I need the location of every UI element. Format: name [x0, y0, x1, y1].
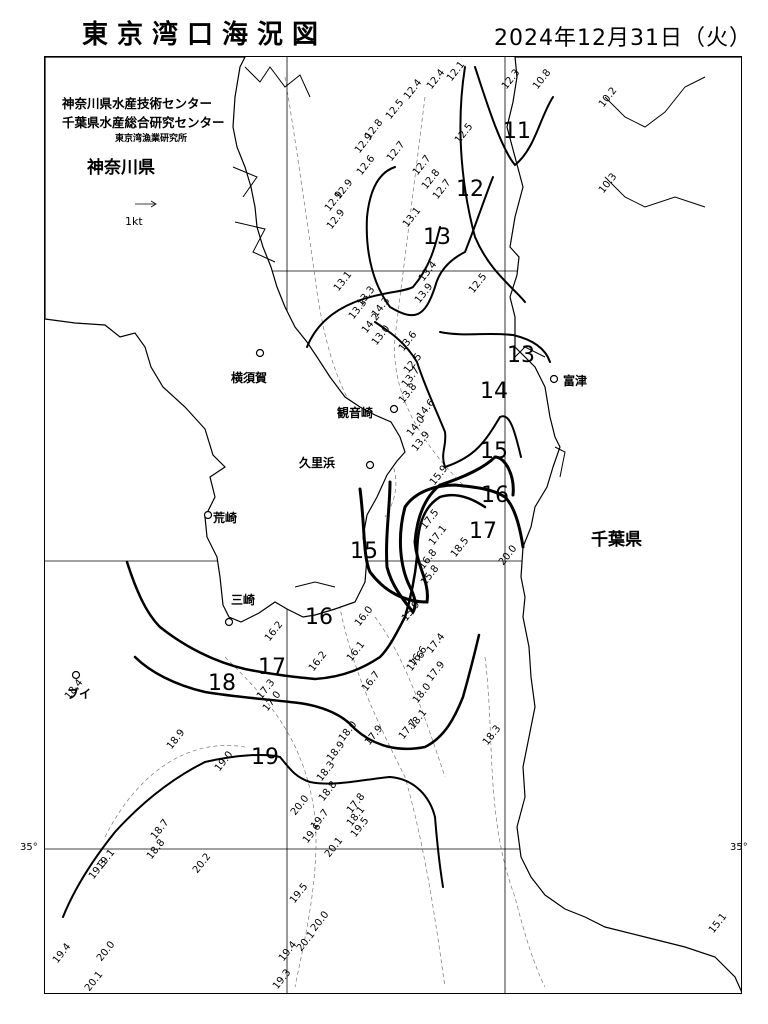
- chart-title: 東京湾口海況図: [82, 20, 328, 50]
- chart-date: 2024年12月31日（火）: [494, 26, 752, 51]
- credit-kanagawa: 神奈川県水産技術センター: [62, 96, 213, 111]
- station-markers: [71, 348, 559, 680]
- isotherm-14: [374, 321, 522, 469]
- sea-map: [45, 57, 741, 993]
- isotherm-17: [125, 493, 487, 681]
- isotherm-label: 18: [208, 671, 236, 696]
- place-kurihama: 久里浜: [299, 456, 336, 470]
- place-misaki: 三崎: [231, 593, 256, 607]
- isotherm-label: 17: [469, 519, 497, 544]
- isotherm-12: [365, 166, 494, 317]
- isotherm-label: 13: [423, 225, 451, 250]
- label-kanagawa: 神奈川県: [87, 158, 155, 178]
- isotherm-13: [306, 226, 441, 348]
- place-yokosuka: 横須賀: [231, 371, 268, 385]
- latitude-label-right: 35°: [730, 842, 748, 853]
- isotherm-19: [62, 753, 444, 918]
- isotherm-16: [385, 480, 525, 615]
- port-details: [232, 66, 706, 588]
- isotherm-11: [474, 66, 554, 167]
- map-frame: 神奈川県水産技術センター 千葉県水産総合研究センター 東京湾漁業研究所 神奈川県…: [44, 56, 742, 994]
- isotherm-label: 13: [507, 343, 535, 368]
- scale-arrow: [135, 200, 157, 208]
- kanagawa-coast: [45, 57, 406, 623]
- credit-tokyo-bay: 東京湾漁業研究所: [115, 134, 188, 144]
- label-chiba: 千葉県: [591, 530, 642, 550]
- isotherm-label: 15: [350, 539, 378, 564]
- isotherm-lines: [62, 66, 554, 918]
- isotherm-label: 19: [251, 745, 279, 770]
- isotherm-label: 11: [503, 119, 531, 144]
- place-buoy: ブイ: [67, 687, 92, 701]
- chiba-coast: [506, 57, 741, 992]
- isotherm-18: [133, 633, 481, 751]
- isotherm-12b: [459, 66, 526, 303]
- place-arasaki: 荒崎: [213, 511, 238, 525]
- scale-label: 1kt: [125, 215, 143, 228]
- isotherm-label: 16: [305, 605, 333, 630]
- isotherm-label: 14: [480, 379, 508, 404]
- latitude-label-left-outer: 35°: [20, 842, 38, 853]
- isotherm-label: 15: [480, 439, 508, 464]
- place-futtsu: 富津: [563, 374, 588, 388]
- isotherm-label: 17: [258, 655, 286, 680]
- isotherm-label: 16: [481, 483, 509, 508]
- place-kannonzaki: 観音崎: [337, 406, 374, 420]
- isotherm-label: 12: [456, 177, 484, 202]
- isotherm-15: [358, 455, 515, 604]
- credit-chiba: 千葉県水産総合研究センター: [62, 115, 225, 130]
- coastline-land: [45, 57, 741, 992]
- isotherm-13b: [439, 331, 551, 363]
